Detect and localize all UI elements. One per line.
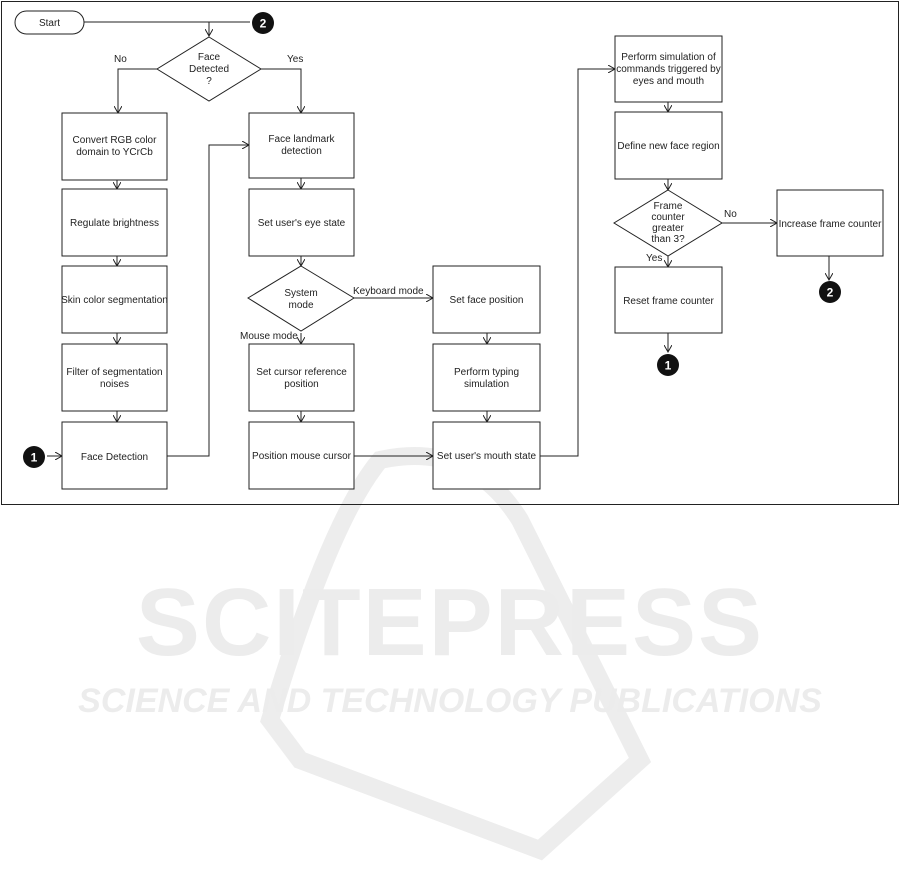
edge-label-mouse-mode: Mouse mode bbox=[240, 331, 298, 342]
watermark: SCITEPRESS SCIENCE AND TECHNOLOGY PUBLIC… bbox=[78, 447, 822, 861]
step-filter-noises: Filter of segmentation noises bbox=[61, 343, 168, 412]
edge-label-yes-face: Yes bbox=[287, 54, 303, 65]
step-skin-segmentation-line-1: Skin color segmentation bbox=[61, 295, 168, 306]
step-face-detection-line-1: Face Detection bbox=[81, 452, 148, 463]
step-reset-counter: Reset frame counter bbox=[614, 266, 723, 334]
start-label: Start bbox=[39, 18, 60, 29]
decision-frame-counter-line-4: than 3? bbox=[651, 234, 685, 245]
edge-label-frame-no: No bbox=[724, 209, 737, 220]
step-regulate-brightness-line-1: Regulate brightness bbox=[70, 218, 159, 229]
step-cursor-reference-line-1: Set cursor reference bbox=[256, 367, 347, 378]
connector-2-top-label: 2 bbox=[260, 17, 267, 31]
step-landmark-detection: Face landmark detection bbox=[248, 112, 355, 179]
step-typing-simulation-line-2: simulation bbox=[464, 379, 509, 390]
step-simulate-commands: Perform simulation of commands triggered… bbox=[614, 35, 723, 103]
step-define-region: Define new face region bbox=[614, 111, 723, 180]
step-eye-state: Set user's eye state bbox=[248, 188, 355, 257]
decision-system-mode-line-2: mode bbox=[288, 300, 313, 311]
decision-frame-counter-line-3: greater bbox=[652, 223, 684, 234]
connector-1-bottom-label: 1 bbox=[665, 359, 672, 373]
connector-2-right-label: 2 bbox=[827, 286, 834, 300]
step-convert-rgb-line-2: domain to YCrCb bbox=[76, 147, 153, 158]
connector-1-left: 1 bbox=[23, 446, 45, 468]
edge-label-no-face: No bbox=[114, 54, 127, 65]
step-filter-noises-line-1: Filter of segmentation bbox=[66, 367, 162, 378]
step-filter-noises-line-2: noises bbox=[100, 379, 129, 390]
step-increase-counter-line-1: Increase frame counter bbox=[779, 219, 882, 230]
step-mouth-state: Set user's mouth state bbox=[432, 421, 541, 490]
step-skin-segmentation: Skin color segmentation bbox=[61, 265, 168, 334]
step-cursor-reference: Set cursor reference position bbox=[248, 343, 355, 412]
connector-1-left-label: 1 bbox=[31, 451, 38, 465]
watermark-brand: SCITEPRESS bbox=[136, 569, 764, 676]
step-increase-counter: Increase frame counter bbox=[776, 189, 884, 257]
step-define-region-line-1: Define new face region bbox=[617, 141, 719, 152]
step-landmark-detection-line-1: Face landmark bbox=[268, 134, 335, 145]
step-position-cursor-line-1: Position mouse cursor bbox=[252, 451, 352, 462]
step-convert-rgb-line-1: Convert RGB color bbox=[73, 135, 158, 146]
step-simulate-commands-line-2: commands triggered by bbox=[616, 64, 721, 75]
step-reset-counter-line-1: Reset frame counter bbox=[623, 296, 714, 307]
decision-frame-counter: Frame counter greater than 3? bbox=[613, 189, 723, 257]
step-typing-simulation-line-1: Perform typing bbox=[454, 367, 519, 378]
decision-face-detected: Face Detected ? bbox=[156, 36, 262, 102]
connector-1-bottom: 1 bbox=[657, 354, 679, 376]
step-position-cursor: Position mouse cursor bbox=[248, 421, 355, 490]
step-convert-rgb: Convert RGB color domain to YCrCb bbox=[61, 112, 168, 181]
step-mouth-state-line-1: Set user's mouth state bbox=[437, 451, 537, 462]
decision-frame-counter-line-2: counter bbox=[651, 212, 685, 223]
decision-frame-counter-line-1: Frame bbox=[654, 201, 683, 212]
step-simulate-commands-line-3: eyes and mouth bbox=[633, 76, 704, 87]
step-eye-state-line-1: Set user's eye state bbox=[258, 218, 346, 229]
decision-face-detected-line-3: ? bbox=[206, 76, 212, 87]
decision-system-mode-line-1: System bbox=[284, 288, 317, 299]
watermark-tagline: SCIENCE AND TECHNOLOGY PUBLICATIONS bbox=[78, 682, 822, 720]
decision-face-detected-line-2: Detected bbox=[189, 64, 229, 75]
step-landmark-detection-line-2: detection bbox=[281, 146, 322, 157]
step-face-position: Set face position bbox=[432, 265, 541, 334]
step-simulate-commands-line-1: Perform simulation of bbox=[621, 52, 716, 63]
flow-lines bbox=[47, 21, 829, 456]
decision-face-detected-line-1: Face bbox=[198, 52, 221, 63]
step-face-position-line-1: Set face position bbox=[450, 295, 524, 306]
connector-2-top: 2 bbox=[252, 12, 274, 34]
step-face-detection: Face Detection bbox=[61, 421, 168, 490]
step-cursor-reference-line-2: position bbox=[284, 379, 318, 390]
edge-label-keyboard-mode: Keyboard mode bbox=[353, 286, 424, 297]
step-typing-simulation: Perform typing simulation bbox=[432, 343, 541, 412]
start-terminal: Start bbox=[14, 10, 85, 35]
step-regulate-brightness: Regulate brightness bbox=[61, 188, 168, 257]
diagram-frame bbox=[1, 1, 899, 505]
decision-system-mode: System mode bbox=[247, 265, 355, 332]
edge-label-frame-yes: Yes bbox=[646, 253, 662, 264]
connector-2-right: 2 bbox=[819, 281, 841, 303]
